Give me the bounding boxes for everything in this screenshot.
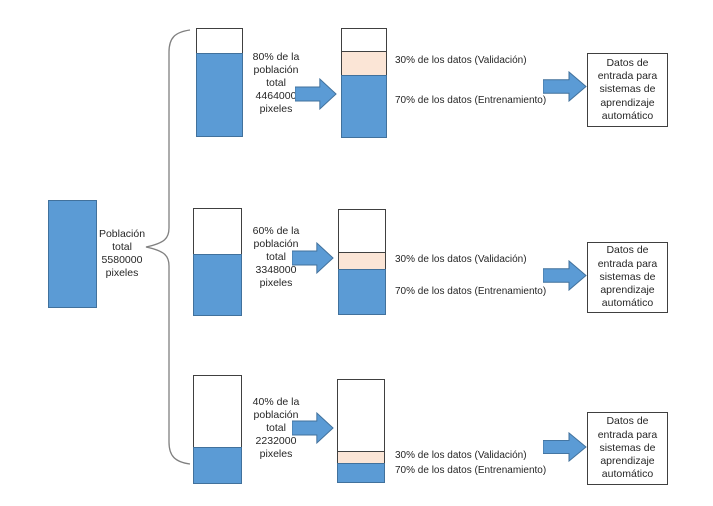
validation-label: 30% de los datos (Validación) — [395, 254, 527, 265]
training-label: 70% de los datos (Entrenamiento) — [395, 95, 547, 106]
unused-population-segment — [193, 208, 242, 255]
right-arrow-icon — [292, 412, 334, 444]
subset-label-line: población — [253, 238, 299, 250]
right-arrow-icon — [292, 242, 334, 274]
output-box-line: aprendizaje — [600, 284, 655, 297]
unused-population-segment — [196, 28, 243, 54]
subset-label-40: 40% de la población total 2232000 pixele… — [242, 396, 310, 461]
train-val-split-bar-60 — [338, 209, 386, 315]
output-box-line: sistemas de — [599, 83, 656, 96]
output-box-text: Datos de entrada para sistemas de aprend… — [598, 244, 658, 310]
train-val-split-bar-40 — [337, 379, 385, 483]
output-box: Datos de entrada para sistemas de aprend… — [587, 53, 668, 127]
subset-label-line: 3348000 — [255, 264, 297, 276]
output-box-line: Datos de — [606, 415, 649, 428]
validation-segment — [341, 51, 387, 76]
subset-label-line: pixeles — [259, 277, 293, 289]
subset-label-line: pixeles — [259, 448, 293, 460]
subset-label-line: población — [253, 64, 299, 76]
subset-label-line: pixeles — [259, 103, 293, 115]
training-label: 70% de los datos (Entrenamiento) — [395, 286, 547, 297]
population-total-label-line: Población — [98, 228, 146, 240]
output-box-line: entrada para — [597, 428, 658, 441]
training-label: 70% de los datos (Entrenamiento) — [395, 465, 547, 476]
output-box-line: aprendizaje — [600, 96, 655, 109]
output-box-line: sistemas de — [599, 441, 656, 454]
output-box-line: automático — [601, 297, 654, 310]
population-subset-bar-60 — [193, 208, 242, 316]
right-arrow-icon — [295, 78, 337, 110]
population-subset-bar-80 — [196, 28, 243, 137]
right-arrow-icon — [543, 260, 587, 291]
right-arrow-icon — [543, 71, 587, 102]
subset-label-line: 80% de la — [252, 51, 300, 63]
subset-label-line: 60% de la — [252, 225, 300, 237]
output-box-line: aprendizaje — [600, 455, 655, 468]
output-box-line: automático — [601, 109, 654, 122]
training-segment — [337, 463, 385, 483]
population-total-label: Población total 5580000 pixeles — [91, 228, 153, 280]
subset-label-line: 40% de la — [252, 396, 300, 408]
subset-label-60: 60% de la población total 3348000 pixele… — [242, 225, 310, 290]
unused-split-segment — [337, 379, 385, 452]
unused-split-segment — [338, 209, 386, 253]
subset-label-line: total — [266, 251, 286, 263]
output-box-line: Datos de — [606, 56, 649, 69]
output-box-line: entrada para — [597, 70, 658, 83]
validation-segment — [338, 252, 386, 270]
population-total-bar — [48, 200, 97, 308]
subset-label-line: 4464000 — [255, 90, 297, 102]
unused-split-segment — [341, 28, 387, 52]
output-box: Datos de entrada para sistemas de aprend… — [587, 412, 668, 485]
validation-label: 30% de los datos (Validación) — [395, 450, 527, 461]
output-box-text: Datos de entrada para sistemas de aprend… — [598, 57, 658, 123]
selected-population-segment — [193, 254, 242, 316]
output-box-line: entrada para — [597, 257, 658, 270]
selected-population-segment — [196, 53, 243, 137]
subset-label-line: población — [253, 409, 299, 421]
subset-label-line: 2232000 — [255, 435, 297, 447]
population-total-label-line: total — [112, 241, 132, 253]
output-box-line: sistemas de — [599, 270, 656, 283]
train-val-split-bar-80 — [341, 28, 387, 138]
output-box-text: Datos de entrada para sistemas de aprend… — [598, 415, 658, 481]
selected-population-segment — [193, 447, 242, 484]
training-segment — [341, 75, 387, 138]
subset-label-80: 80% de la población total 4464000 pixele… — [242, 51, 310, 116]
population-total-label-line: 5580000 — [101, 254, 143, 266]
population-subset-bar-40 — [193, 375, 242, 484]
output-box-line: automático — [601, 468, 654, 481]
output-box-line: Datos de — [606, 244, 649, 257]
training-segment — [338, 269, 386, 315]
output-box: Datos de entrada para sistemas de aprend… — [587, 242, 668, 313]
population-total-label-line: pixeles — [105, 267, 139, 279]
right-arrow-icon — [543, 432, 587, 462]
validation-label: 30% de los datos (Validación) — [395, 55, 527, 66]
left-curly-brace-icon — [145, 29, 191, 465]
subset-label-line: total — [266, 422, 286, 434]
subset-label-line: total — [266, 77, 286, 89]
unused-population-segment — [193, 375, 242, 448]
